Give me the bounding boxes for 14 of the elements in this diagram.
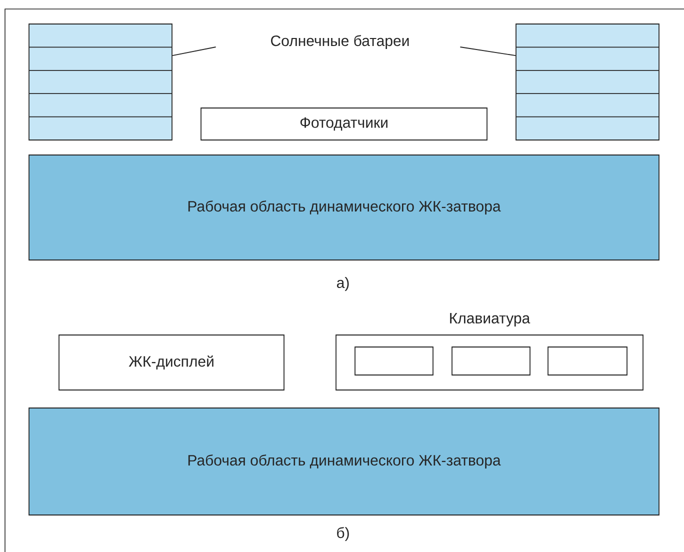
node-label: Клавиатура bbox=[450, 313, 530, 326]
key-box bbox=[354, 346, 434, 376]
leader-line bbox=[172, 46, 216, 56]
key-box bbox=[548, 346, 628, 376]
callout-text: Солнечные батареи bbox=[271, 34, 409, 50]
solar-panel bbox=[516, 24, 660, 140]
work-area: Рабочая область динамического ЖК-затвора bbox=[28, 154, 660, 260]
panel-label: а) bbox=[336, 277, 349, 291]
sensor-box: Фотодатчики bbox=[200, 108, 488, 140]
leader-line bbox=[460, 46, 516, 56]
solar-panel bbox=[28, 24, 172, 140]
display-box: ЖК-дисплей bbox=[58, 334, 284, 390]
key-box bbox=[452, 346, 530, 376]
work-area: Рабочая область динамического ЖК-затвора bbox=[28, 408, 660, 516]
